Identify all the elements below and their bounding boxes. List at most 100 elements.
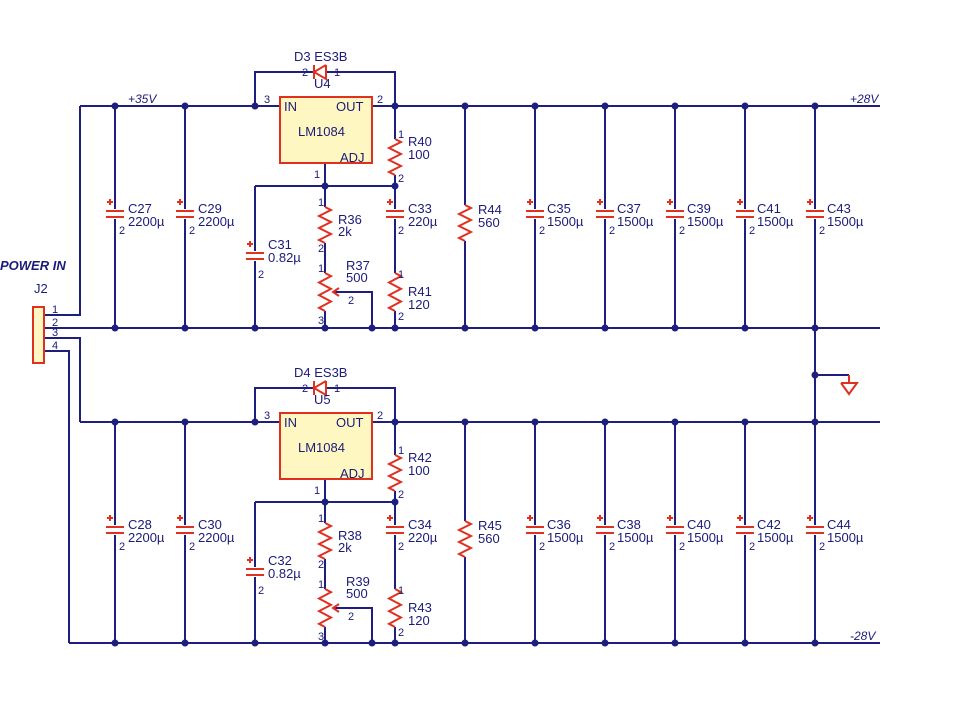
capacitor-ref: C27: [128, 201, 152, 216]
junction-dot: [251, 102, 259, 110]
wire-wiper: [333, 607, 373, 643]
capacitor-value: 2200µ: [128, 530, 165, 545]
junction-dot: [391, 102, 399, 110]
junction-dot: [741, 639, 749, 647]
capacitor-value: 220µ: [408, 530, 438, 545]
pin-number: 3: [52, 327, 58, 339]
junction-dot: [391, 418, 399, 426]
pin-number: 2: [119, 541, 125, 553]
capacitor-value: 1500µ: [757, 214, 794, 229]
pin-number: 2: [819, 225, 825, 237]
pin-number: 2: [749, 225, 755, 237]
pin-number: 2: [318, 559, 324, 571]
junction-dot: [601, 639, 609, 647]
junction-dot: [601, 324, 609, 332]
junction-dot: [111, 324, 119, 332]
junction-dot: [671, 324, 679, 332]
wire-diode-k: [326, 387, 396, 422]
capacitor-ref: C36: [547, 517, 571, 532]
resistor-symbol: [316, 272, 334, 312]
pin-number: 2: [398, 489, 404, 501]
pin-number: 1: [314, 485, 320, 497]
junction-dot: [811, 102, 819, 110]
pin-number: 2: [679, 541, 685, 553]
pin-number: 2: [52, 317, 58, 329]
junction-dot: [741, 418, 749, 426]
capacitor-value: 1500µ: [757, 530, 794, 545]
net-label-negative: -28V: [850, 629, 876, 643]
pin-number: 2: [679, 225, 685, 237]
junction-dot: [391, 639, 399, 647]
resistor-symbol: [316, 588, 334, 628]
resistor-symbol: [456, 520, 474, 558]
junction-dot: [811, 639, 819, 647]
resistor-value: 2k: [338, 224, 352, 239]
pin-number: 2: [318, 243, 324, 255]
capacitor-value: 220µ: [408, 214, 438, 229]
capacitor-value: 0.82µ: [268, 566, 301, 581]
regulator-body: [279, 412, 373, 480]
junction-dot: [321, 639, 329, 647]
capacitor-ref: C44: [827, 517, 851, 532]
capacitor-ref: C38: [617, 517, 641, 532]
wire-pin3: [44, 337, 81, 422]
capacitor-ref: C29: [198, 201, 222, 216]
wire-diode-a: [254, 71, 314, 106]
pin-number: 1: [334, 383, 340, 395]
regulator-ref: U4: [314, 76, 331, 91]
junction-dot: [811, 324, 819, 332]
pin-number: 1: [318, 197, 324, 209]
junction-dot: [671, 418, 679, 426]
pot-ref: R37: [346, 258, 370, 273]
pin-number: 1: [398, 585, 404, 597]
pin-number: 2: [539, 541, 545, 553]
capacitor-ref: C39: [687, 201, 711, 216]
pot-value: 500: [346, 270, 368, 285]
resistor-value: 120: [408, 613, 430, 628]
resistor-symbol: [386, 138, 404, 176]
pin-number: 2: [398, 541, 404, 553]
regulator-pin-out: OUT: [336, 415, 364, 430]
resistor-ref: R40: [408, 134, 432, 149]
components: [32, 64, 859, 643]
resistor-symbol: [386, 588, 404, 628]
capacitor-ref: C35: [547, 201, 571, 216]
junction-dot: [181, 102, 189, 110]
pin-number: 4: [52, 340, 58, 352]
connector-ref: J2: [34, 281, 48, 296]
pot-ref: R39: [346, 574, 370, 589]
capacitor-value: 1500µ: [547, 214, 584, 229]
capacitor-value: 1500µ: [687, 530, 724, 545]
resistor-ref: R41: [408, 284, 432, 299]
junction-dot: [461, 639, 469, 647]
capacitor-value: 1500µ: [547, 530, 584, 545]
pin-number: 2: [189, 541, 195, 553]
regulator-pin-in: IN: [284, 99, 297, 114]
pin-number: 2: [609, 225, 615, 237]
resistor-symbol: [316, 522, 334, 560]
resistor-value: 100: [408, 147, 430, 162]
pin-number: 2: [539, 225, 545, 237]
junction-dot: [181, 639, 189, 647]
regulator-pin-in: IN: [284, 415, 297, 430]
wiper-arrow: [331, 603, 340, 613]
capacitor-ref: C42: [757, 517, 781, 532]
capacitor-value: 0.82µ: [268, 250, 301, 265]
resistor-ref: R38: [338, 528, 362, 543]
wires: [44, 71, 880, 647]
pin-number: 1: [318, 263, 324, 275]
junction-dot: [531, 639, 539, 647]
pin-number: 1: [318, 513, 324, 525]
pin-number: 3: [264, 94, 270, 106]
net-label-output: +28V: [850, 92, 879, 106]
capacitor-ref: C34: [408, 517, 432, 532]
pin-number: 2: [398, 173, 404, 185]
regulator-body: [279, 96, 373, 164]
capacitor-ref: C40: [687, 517, 711, 532]
junction-dot: [251, 639, 259, 647]
junction-dot: [461, 102, 469, 110]
capacitor-value: 1500µ: [687, 214, 724, 229]
junction-dot: [601, 102, 609, 110]
